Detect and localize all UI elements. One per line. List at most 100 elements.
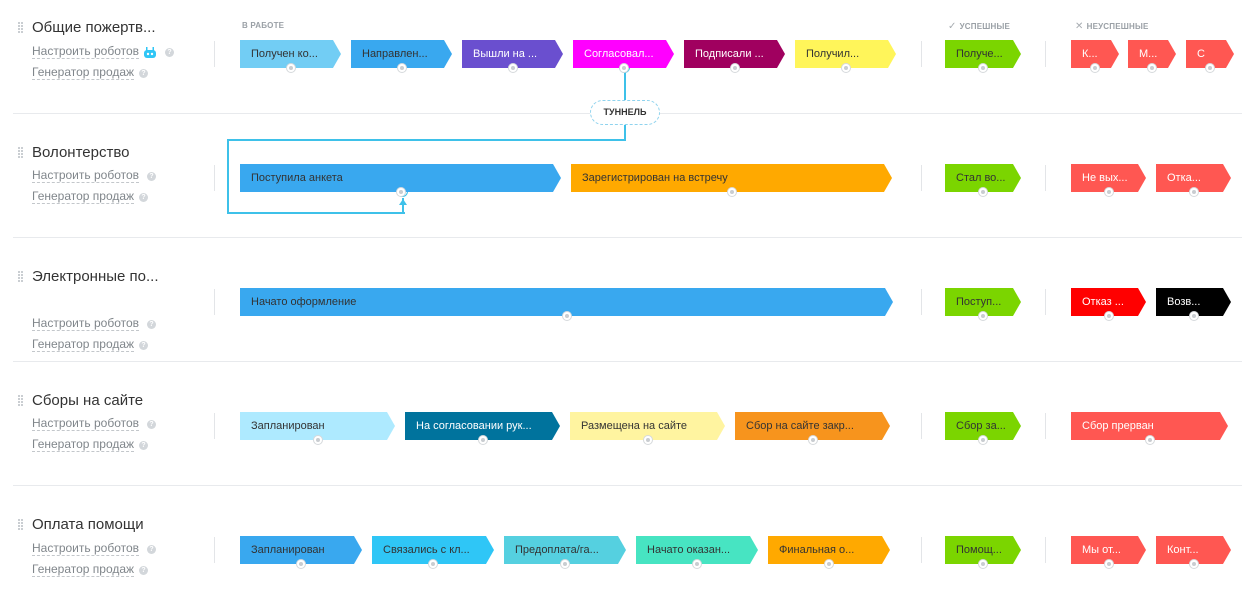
column-separator — [921, 41, 922, 67]
stage-add-dot[interactable] — [841, 63, 851, 73]
sales-generator-link[interactable]: Генератор продаж — [32, 562, 135, 577]
drag-handle-icon[interactable] — [18, 271, 24, 282]
configure-robots-link[interactable]: Настроить роботов — [32, 416, 140, 431]
stage-add-dot[interactable] — [428, 559, 438, 569]
stage-add-dot[interactable] — [978, 435, 988, 445]
stage-add-dot[interactable] — [508, 63, 518, 73]
stage-in-work[interactable]: Связались с кл... — [372, 536, 494, 569]
stage-in-work[interactable]: На согласовании рук... — [405, 412, 560, 445]
stage-add-dot[interactable] — [1145, 435, 1155, 445]
stage-add-dot[interactable] — [692, 559, 702, 569]
sales-generator-link[interactable]: Генератор продаж — [32, 65, 135, 80]
configure-robots-link[interactable]: Настроить роботов — [32, 44, 140, 59]
stage-add-dot[interactable] — [978, 187, 988, 197]
stage-fail[interactable]: К... — [1071, 40, 1119, 73]
help-icon[interactable]: ? — [147, 172, 156, 181]
stage-fail[interactable]: Мы от... — [1071, 536, 1146, 569]
stage-add-dot[interactable] — [1189, 559, 1199, 569]
stage-add-dot[interactable] — [560, 559, 570, 569]
stage-add-dot[interactable] — [1090, 63, 1100, 73]
stage-success[interactable]: Помощ... — [945, 536, 1021, 569]
stage-in-work[interactable]: Направлен... — [351, 40, 452, 73]
stage-add-dot[interactable] — [1189, 311, 1199, 321]
help-icon[interactable]: ? — [139, 69, 148, 78]
configure-robots-link[interactable]: Настроить роботов — [32, 316, 140, 331]
configure-robots-link[interactable]: Настроить роботов — [32, 168, 140, 183]
stage-success[interactable]: Поступ... — [945, 288, 1021, 321]
drag-handle-icon[interactable] — [18, 395, 24, 406]
stage-add-dot[interactable] — [1104, 187, 1114, 197]
drag-handle-icon[interactable] — [18, 147, 24, 158]
stage-in-work[interactable]: Запланирован — [240, 536, 362, 569]
stage-fail[interactable]: Не вых... — [1071, 164, 1146, 197]
pipeline-title[interactable]: Волонтерство — [32, 144, 130, 161]
stage-in-work[interactable]: Запланирован — [240, 412, 395, 445]
stage-add-dot[interactable] — [978, 311, 988, 321]
column-header-fail: ✕НЕУСПЕШНЫЕ — [1075, 21, 1149, 32]
stage-add-dot[interactable] — [396, 187, 406, 197]
stage-in-work[interactable]: Зарегистрирован на встречу — [571, 164, 892, 197]
stage-add-dot[interactable] — [978, 559, 988, 569]
pipeline-title[interactable]: Оплата помощи — [32, 516, 144, 533]
stage-in-work[interactable]: Сбор на сайте закр... — [735, 412, 890, 445]
stage-add-dot[interactable] — [730, 63, 740, 73]
stage-add-dot[interactable] — [1104, 559, 1114, 569]
stage-in-work[interactable]: Начато оформление — [240, 288, 893, 321]
stage-success[interactable]: Получе... — [945, 40, 1021, 73]
stage-add-dot[interactable] — [619, 63, 629, 73]
stage-fail[interactable]: Конт... — [1156, 536, 1231, 569]
stage-in-work[interactable]: Поступила анкета — [240, 164, 561, 197]
stage-fail[interactable]: С — [1186, 40, 1234, 73]
stage-add-dot[interactable] — [478, 435, 488, 445]
stage-add-dot[interactable] — [643, 435, 653, 445]
stage-add-dot[interactable] — [562, 311, 572, 321]
drag-handle-icon[interactable] — [18, 519, 24, 530]
stage-fail[interactable]: Отка... — [1156, 164, 1231, 197]
help-icon[interactable]: ? — [147, 420, 156, 429]
stage-add-dot[interactable] — [296, 559, 306, 569]
sales-generator-link[interactable]: Генератор продаж — [32, 189, 135, 204]
help-icon[interactable]: ? — [147, 320, 156, 329]
stage-success[interactable]: Сбор за... — [945, 412, 1021, 445]
stage-in-work[interactable]: Получен ко... — [240, 40, 341, 73]
drag-handle-icon[interactable] — [18, 22, 24, 33]
stage-in-work[interactable]: Начато оказан... — [636, 536, 758, 569]
stage-add-dot[interactable] — [397, 63, 407, 73]
stage-add-dot[interactable] — [1147, 63, 1157, 73]
stage-in-work[interactable]: Получил... — [795, 40, 896, 73]
sales-generator-link[interactable]: Генератор продаж — [32, 337, 135, 352]
stage-in-work[interactable]: Подписали ... — [684, 40, 785, 73]
help-icon[interactable]: ? — [165, 48, 174, 57]
stage-add-dot[interactable] — [1189, 187, 1199, 197]
stage-fail[interactable]: Отказ ... — [1071, 288, 1146, 321]
pipeline-title[interactable]: Сборы на сайте — [32, 392, 144, 409]
help-icon[interactable]: ? — [147, 545, 156, 554]
stage-add-dot[interactable] — [808, 435, 818, 445]
stage-add-dot[interactable] — [727, 187, 737, 197]
stage-success[interactable]: Стал во... — [945, 164, 1021, 197]
pipeline-title[interactable]: Общие пожертв... — [32, 19, 156, 36]
tunnel-label[interactable]: ТУННЕЛЬ — [590, 100, 660, 125]
stage-add-dot[interactable] — [1104, 311, 1114, 321]
stage-fail[interactable]: М... — [1128, 40, 1176, 73]
stage-fail[interactable]: Сбор прерван — [1071, 412, 1228, 445]
sales-generator-link[interactable]: Генератор продаж — [32, 437, 135, 452]
stage-add-dot[interactable] — [824, 559, 834, 569]
pipeline-title[interactable]: Электронные по... — [32, 268, 159, 285]
stage-add-dot[interactable] — [313, 435, 323, 445]
stage-in-work[interactable]: Предоплата/га... — [504, 536, 626, 569]
help-icon[interactable]: ? — [139, 193, 148, 202]
stage-fail[interactable]: Возв... — [1156, 288, 1231, 321]
help-icon[interactable]: ? — [139, 441, 148, 450]
tunnel-line-segment — [227, 139, 626, 141]
help-icon[interactable]: ? — [139, 341, 148, 350]
stage-add-dot[interactable] — [1205, 63, 1215, 73]
stage-in-work[interactable]: Согласовал... — [573, 40, 674, 73]
stage-in-work[interactable]: Финальная о... — [768, 536, 890, 569]
stage-in-work[interactable]: Размещена на сайте — [570, 412, 725, 445]
stage-add-dot[interactable] — [286, 63, 296, 73]
configure-robots-link[interactable]: Настроить роботов — [32, 541, 140, 556]
stage-add-dot[interactable] — [978, 63, 988, 73]
stage-in-work[interactable]: Вышли на ... — [462, 40, 563, 73]
help-icon[interactable]: ? — [139, 566, 148, 575]
